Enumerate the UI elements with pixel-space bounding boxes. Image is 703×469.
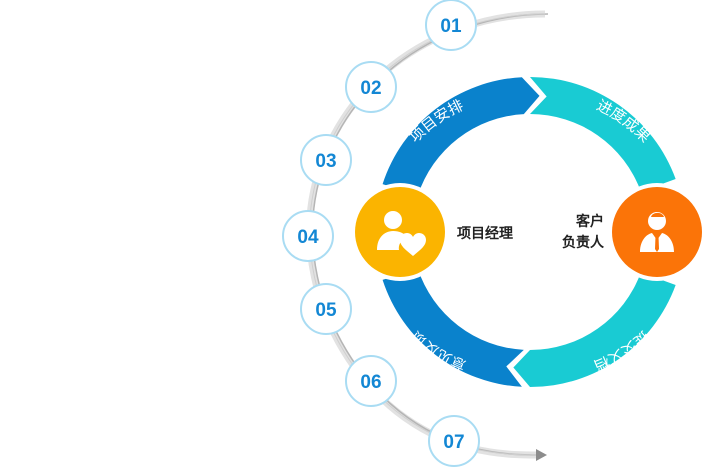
step-circle [345,355,397,407]
segment-progress-results[interactable] [530,77,676,192]
timeline-step[interactable]: 05 [300,283,352,335]
businessman-icon [640,212,674,252]
step-number: 01 [440,16,462,37]
segment-feedback[interactable] [382,268,524,387]
role-client-owner[interactable] [608,183,703,281]
segment-project-arrangement[interactable] [382,77,540,196]
role-label-client-line1: 客户 [575,213,604,230]
timeline-steps: 01 02 03 04 05 06 07 [282,0,480,467]
step-circle [300,134,352,186]
timeline-step[interactable]: 03 [300,134,352,186]
timeline-step[interactable]: 06 [345,355,397,407]
role-label-project-manager: 项目经理 [457,225,513,242]
step-number: 04 [297,227,319,248]
role-label-client-line2: 负责人 [562,234,605,251]
step-circle [425,0,477,51]
timeline-step[interactable]: 02 [345,61,397,113]
timeline-step[interactable]: 07 [428,415,480,467]
user-heart-icon [377,211,426,256]
timeline-track [306,10,549,461]
step-number: 05 [315,300,337,321]
step-circle [345,61,397,113]
step-number: 07 [443,432,464,453]
arrow-head-icon [536,449,547,461]
role-project-manager[interactable] [351,183,449,281]
step-number: 06 [360,372,381,393]
step-number: 02 [360,78,381,99]
step-circle [300,283,352,335]
timeline-step[interactable]: 01 [425,0,477,51]
timeline-step[interactable]: 04 [282,210,334,262]
step-circle [428,415,480,467]
segment-submit-docs[interactable] [513,272,676,387]
step-number: 03 [315,151,336,172]
step-circle [282,210,334,262]
